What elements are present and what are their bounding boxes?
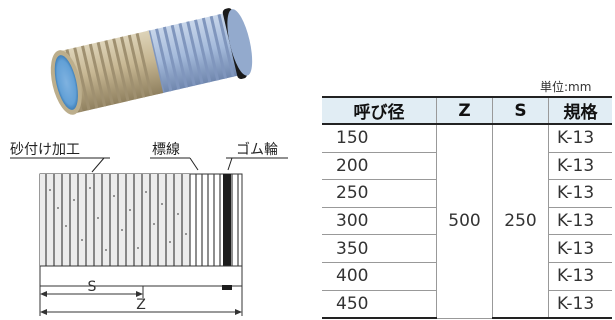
cell-spec: K-13 [548, 207, 612, 236]
cell-size: 250 [322, 179, 437, 208]
pipe-drawing: 砂付け加工 標線 ゴム輪 S Z [10, 141, 288, 316]
spec-table: 呼び径 Z S 規格 150 500 250 K-13 200 K-13 250… [322, 96, 612, 320]
cell-spec: K-13 [548, 152, 612, 181]
table-row: 300 K-13 [322, 207, 612, 236]
unit-label: 単位:mm [540, 80, 592, 94]
cell-spec: K-13 [548, 290, 612, 320]
cell-size: 200 [322, 152, 437, 181]
table-row: 450 K-13 [322, 290, 612, 320]
cell-s-value: 250 [492, 124, 549, 320]
cell-spec: K-13 [548, 179, 612, 208]
cell-spec: K-13 [548, 124, 612, 153]
header-standard: 規格 [548, 96, 612, 125]
header-z: Z [436, 96, 493, 125]
table-header-row: 呼び径 Z S 規格 [322, 96, 612, 125]
table-row: 150 500 250 K-13 [322, 124, 612, 320]
cell-spec: K-13 [548, 234, 612, 263]
cell-size: 300 [322, 207, 437, 236]
cell-size: 400 [322, 262, 437, 291]
table-row: 350 K-13 [322, 234, 612, 263]
header-nominal-diameter: 呼び径 [322, 96, 437, 125]
label-rubber-ring: ゴム輪 [236, 141, 278, 158]
table-row: 200 K-13 [322, 152, 612, 181]
cell-size: 350 [322, 234, 437, 263]
label-marking-line: 標線 [152, 142, 180, 158]
cell-spec: K-13 [548, 262, 612, 291]
pipe-photo [50, 8, 253, 115]
dimension-s-label: S [88, 279, 97, 295]
cell-z-value: 500 [436, 124, 493, 319]
cell-size: 150 [322, 124, 437, 153]
table-row: 400 K-13 [322, 262, 612, 291]
table-row: 250 K-13 [322, 179, 612, 208]
cell-size: 450 [322, 290, 437, 320]
dimension-z-label: Z [136, 297, 146, 313]
label-sand-coating: 砂付け加工 [10, 142, 80, 158]
header-s: S [492, 96, 549, 125]
